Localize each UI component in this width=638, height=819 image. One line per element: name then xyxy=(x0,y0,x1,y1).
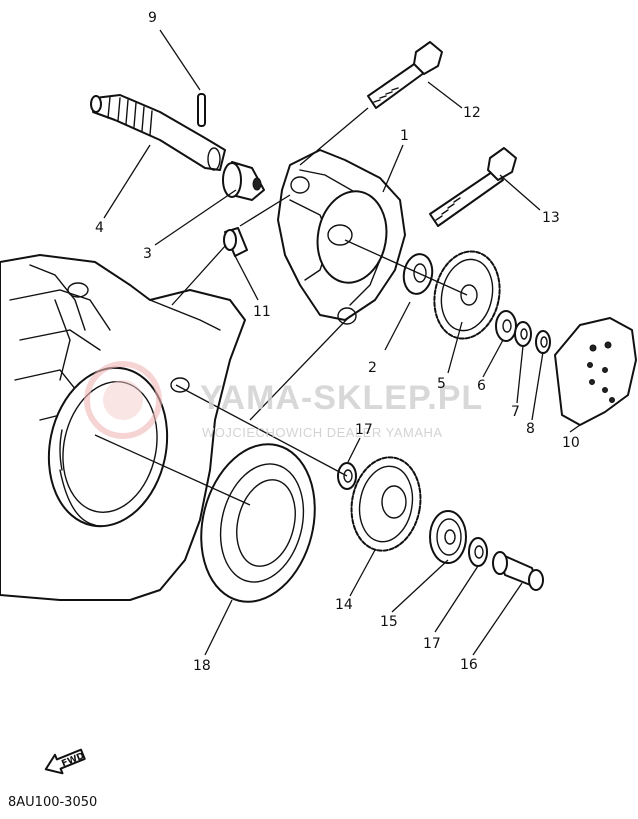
assembly-lines xyxy=(94,107,468,506)
part-12-bolt xyxy=(367,41,443,109)
watermark-title: YAMA-SKLEP.PL xyxy=(200,379,483,417)
callout-6: 6 xyxy=(477,378,486,394)
part-3-collar xyxy=(222,161,265,201)
callout-4: 4 xyxy=(95,220,104,236)
callout-15: 15 xyxy=(380,614,398,630)
callout-numbers: 9 1 12 13 4 3 11 2 5 6 7 8 10 17 14 15 1… xyxy=(95,10,580,674)
watermark: YAMA-SKLEP.PL WOJCIECHOWICH DEALER YAMAH… xyxy=(84,361,483,440)
callout-3: 3 xyxy=(143,246,152,262)
crankcase-housing xyxy=(0,254,246,601)
part-15-bearing xyxy=(429,510,467,564)
callout-12: 12 xyxy=(463,105,481,121)
part-9-pin xyxy=(197,93,206,127)
part-8-clip xyxy=(535,330,551,354)
part-2-washer xyxy=(402,253,434,295)
part-1-bracket-cover xyxy=(277,149,406,325)
callout-11: 11 xyxy=(253,304,271,320)
part-4-shaft xyxy=(90,94,226,171)
callout-7: 7 xyxy=(511,404,520,420)
callout-10: 10 xyxy=(562,435,580,451)
part-17-washer-lower xyxy=(468,537,488,567)
part-10-plate xyxy=(554,317,637,426)
fwd-arrow-icon: FWD xyxy=(44,748,86,775)
part-14-gear xyxy=(350,456,422,552)
callout-1: 1 xyxy=(400,128,409,144)
callout-2: 2 xyxy=(368,360,377,376)
callout-14: 14 xyxy=(335,597,353,613)
watermark-subtitle: WOJCIECHOWICH DEALER YAMAHA xyxy=(202,425,443,440)
diagram-code: 8AU100-3050 xyxy=(8,795,97,810)
part-13-bolt xyxy=(429,147,517,227)
fwd-label: FWD xyxy=(60,751,86,769)
part-16-shaft xyxy=(492,551,544,591)
callout-leaders xyxy=(103,29,581,656)
callout-17-lower: 17 xyxy=(423,636,441,652)
part-7-washer xyxy=(514,321,532,347)
callout-5: 5 xyxy=(437,376,446,392)
callout-17-upper: 17 xyxy=(355,422,373,438)
callout-8: 8 xyxy=(526,421,535,437)
callout-13: 13 xyxy=(542,210,560,226)
part-11-sleeve xyxy=(223,227,248,257)
callout-16: 16 xyxy=(460,657,478,673)
part-18-seal-ring xyxy=(200,443,316,603)
callout-18: 18 xyxy=(193,658,211,674)
callout-9: 9 xyxy=(148,10,157,26)
watermark-logo-icon xyxy=(84,361,162,439)
part-6-nut xyxy=(495,310,517,342)
